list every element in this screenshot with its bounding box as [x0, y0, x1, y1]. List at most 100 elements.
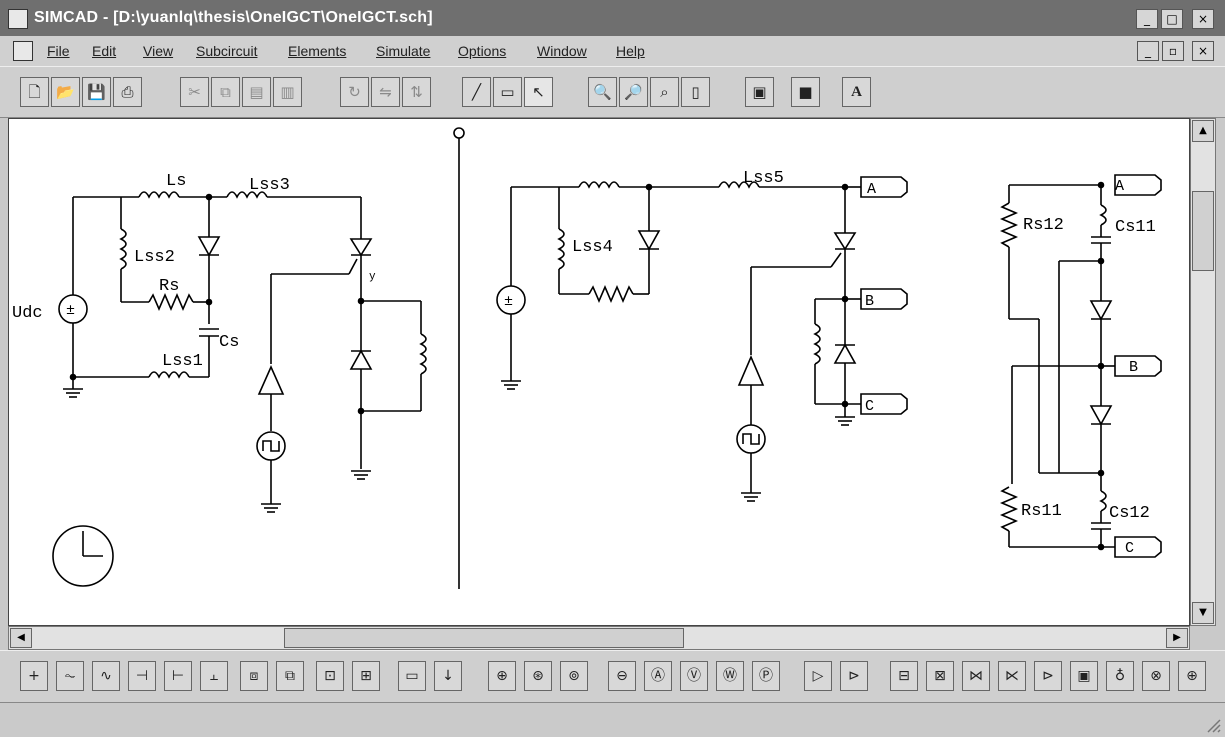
menu-subcircuit[interactable]: Subcircuit: [196, 43, 258, 59]
load-icon[interactable]: ⊕: [1178, 661, 1206, 691]
logic-icon[interactable]: ⋈: [962, 661, 990, 691]
menu-window[interactable]: Window: [537, 43, 587, 59]
comparator-icon[interactable]: ⊠: [926, 661, 954, 691]
zoom-area-icon[interactable]: ⌕: [650, 77, 679, 107]
open-file-icon[interactable]: 📂: [51, 77, 80, 107]
run-simulation-icon[interactable]: ▣: [745, 77, 774, 107]
simcad-app-icon[interactable]: [8, 9, 28, 29]
connector-a-2[interactable]: [1114, 174, 1162, 196]
paste-icon[interactable]: ▤: [242, 77, 271, 107]
ac-source-icon[interactable]: ⊛: [524, 661, 552, 691]
voltage-source-icon[interactable]: ⊕: [488, 661, 516, 691]
connector-a-1[interactable]: [860, 176, 908, 198]
doc-restore-button[interactable]: ▫: [1162, 41, 1184, 61]
sensor-icon[interactable]: ♁: [1106, 661, 1134, 691]
gate-drive-icon[interactable]: ⊟: [890, 661, 918, 691]
menu-file[interactable]: File: [47, 43, 70, 59]
ground-icon[interactable]: +: [20, 661, 48, 691]
gate-driver-buffer-1[interactable]: [257, 365, 285, 395]
ammeter-icon[interactable]: Ⓐ: [644, 661, 672, 691]
new-file-icon[interactable]: 🗋: [20, 77, 49, 107]
switch-2-icon[interactable]: ⊞: [352, 661, 380, 691]
diode-d6[interactable]: [1089, 405, 1113, 426]
probe-icon[interactable]: Ⓟ: [752, 661, 780, 691]
diode-d2[interactable]: [349, 349, 373, 370]
thyristor-icon[interactable]: ⊳: [840, 661, 868, 691]
menu-edit[interactable]: Edit: [92, 43, 117, 59]
inductor-mid-top[interactable]: [578, 181, 620, 189]
wire-icon[interactable]: ╱: [462, 77, 491, 107]
flip-horizontal-icon[interactable]: ⇋: [371, 77, 400, 107]
scroll-up-icon[interactable]: ▲: [1192, 120, 1214, 142]
capacitor-variable-icon[interactable]: ⫠: [200, 661, 228, 691]
block-icon[interactable]: ▣: [1070, 661, 1098, 691]
capacitor-polar-icon[interactable]: ⊢: [164, 661, 192, 691]
close-button[interactable]: ×: [1192, 9, 1214, 29]
resistor-rs11[interactable]: [999, 486, 1019, 532]
voltmeter-icon[interactable]: Ⓥ: [680, 661, 708, 691]
inductor-mid-snubber[interactable]: [813, 323, 821, 365]
current-source-icon[interactable]: ↓: [434, 661, 462, 691]
pointer-icon[interactable]: ↖: [524, 77, 553, 107]
menu-elements[interactable]: Elements: [288, 43, 347, 59]
flip-vertical-icon[interactable]: ⇅: [402, 77, 431, 107]
op-amp-icon[interactable]: ⊳: [1034, 661, 1062, 691]
inductor-lss4[interactable]: [557, 228, 565, 270]
inductor-cs12-branch[interactable]: [1099, 490, 1107, 512]
menu-simulate[interactable]: Simulate: [376, 43, 431, 59]
separator-node[interactable]: [453, 127, 465, 139]
menu-help[interactable]: Help: [616, 43, 645, 59]
resistor-mid[interactable]: [588, 284, 634, 304]
label-icon[interactable]: ▭: [493, 77, 522, 107]
inductor-snubber-1[interactable]: [419, 333, 427, 375]
resistor-rs12[interactable]: [999, 202, 1019, 248]
igct-switch-2[interactable]: [833, 232, 857, 251]
save-icon[interactable]: 💾: [82, 77, 111, 107]
inductor-ls[interactable]: [138, 191, 180, 199]
schematic-canvas[interactable]: ± Udc Ls Lss3 Lss2 Rs: [8, 118, 1190, 626]
transformer-icon[interactable]: ⧈: [240, 661, 268, 691]
zoom-out-icon[interactable]: 🔎: [619, 77, 648, 107]
horizontal-scroll-thumb[interactable]: [284, 628, 684, 648]
inductor-cs11-branch[interactable]: [1099, 204, 1107, 226]
connector-b-2[interactable]: [1114, 355, 1162, 377]
scroll-right-icon[interactable]: ▶: [1166, 628, 1188, 648]
doc-minimize-button[interactable]: _: [1137, 41, 1159, 61]
inductor-lss1[interactable]: [148, 371, 190, 379]
menu-view[interactable]: View: [143, 43, 174, 59]
vertical-scrollbar[interactable]: ▲ ▼: [1190, 118, 1216, 626]
connector-c-2[interactable]: [1114, 536, 1162, 558]
pulse-source-icon[interactable]: ⊚: [560, 661, 588, 691]
cut-icon[interactable]: ✂: [180, 77, 209, 107]
clipboard-icon[interactable]: ▥: [273, 77, 302, 107]
inductor-lss3[interactable]: [226, 191, 268, 199]
diode-d5[interactable]: [1089, 300, 1113, 321]
diode-d4[interactable]: [833, 343, 857, 364]
inductor-lss2[interactable]: [119, 228, 127, 270]
scope-icon[interactable]: ■: [791, 77, 820, 107]
horizontal-scrollbar[interactable]: ◀ ▶: [8, 626, 1190, 650]
rotate-icon[interactable]: ↻: [340, 77, 369, 107]
connector-b-1[interactable]: [860, 288, 908, 310]
scroll-down-icon[interactable]: ▼: [1192, 602, 1214, 624]
menu-options[interactable]: Options: [458, 43, 507, 59]
minimize-button[interactable]: _: [1136, 9, 1158, 29]
resize-grip-icon[interactable]: [1203, 715, 1221, 733]
scroll-left-icon[interactable]: ◀: [10, 628, 32, 648]
connector-c-1[interactable]: [860, 393, 908, 415]
gate-driver-buffer-2[interactable]: [737, 354, 765, 386]
copy-icon[interactable]: ⧉: [211, 77, 240, 107]
document-icon[interactable]: [13, 41, 33, 61]
diode-d1[interactable]: [197, 236, 221, 257]
meter-icon[interactable]: ⊖: [608, 661, 636, 691]
clock-icon[interactable]: [52, 525, 114, 587]
transformer-2-icon[interactable]: ⧉: [276, 661, 304, 691]
maximize-button[interactable]: □: [1161, 9, 1183, 29]
igct-switch-1[interactable]: [349, 238, 373, 257]
schematic-drawing[interactable]: ± Udc Ls Lss3 Lss2 Rs: [9, 119, 1190, 626]
inductor-lss5[interactable]: [718, 181, 760, 189]
resistor-icon[interactable]: ⏦: [56, 661, 84, 691]
fit-page-icon[interactable]: ▯: [681, 77, 710, 107]
inductor-icon[interactable]: ∿: [92, 661, 120, 691]
battery-icon[interactable]: ▭: [398, 661, 426, 691]
